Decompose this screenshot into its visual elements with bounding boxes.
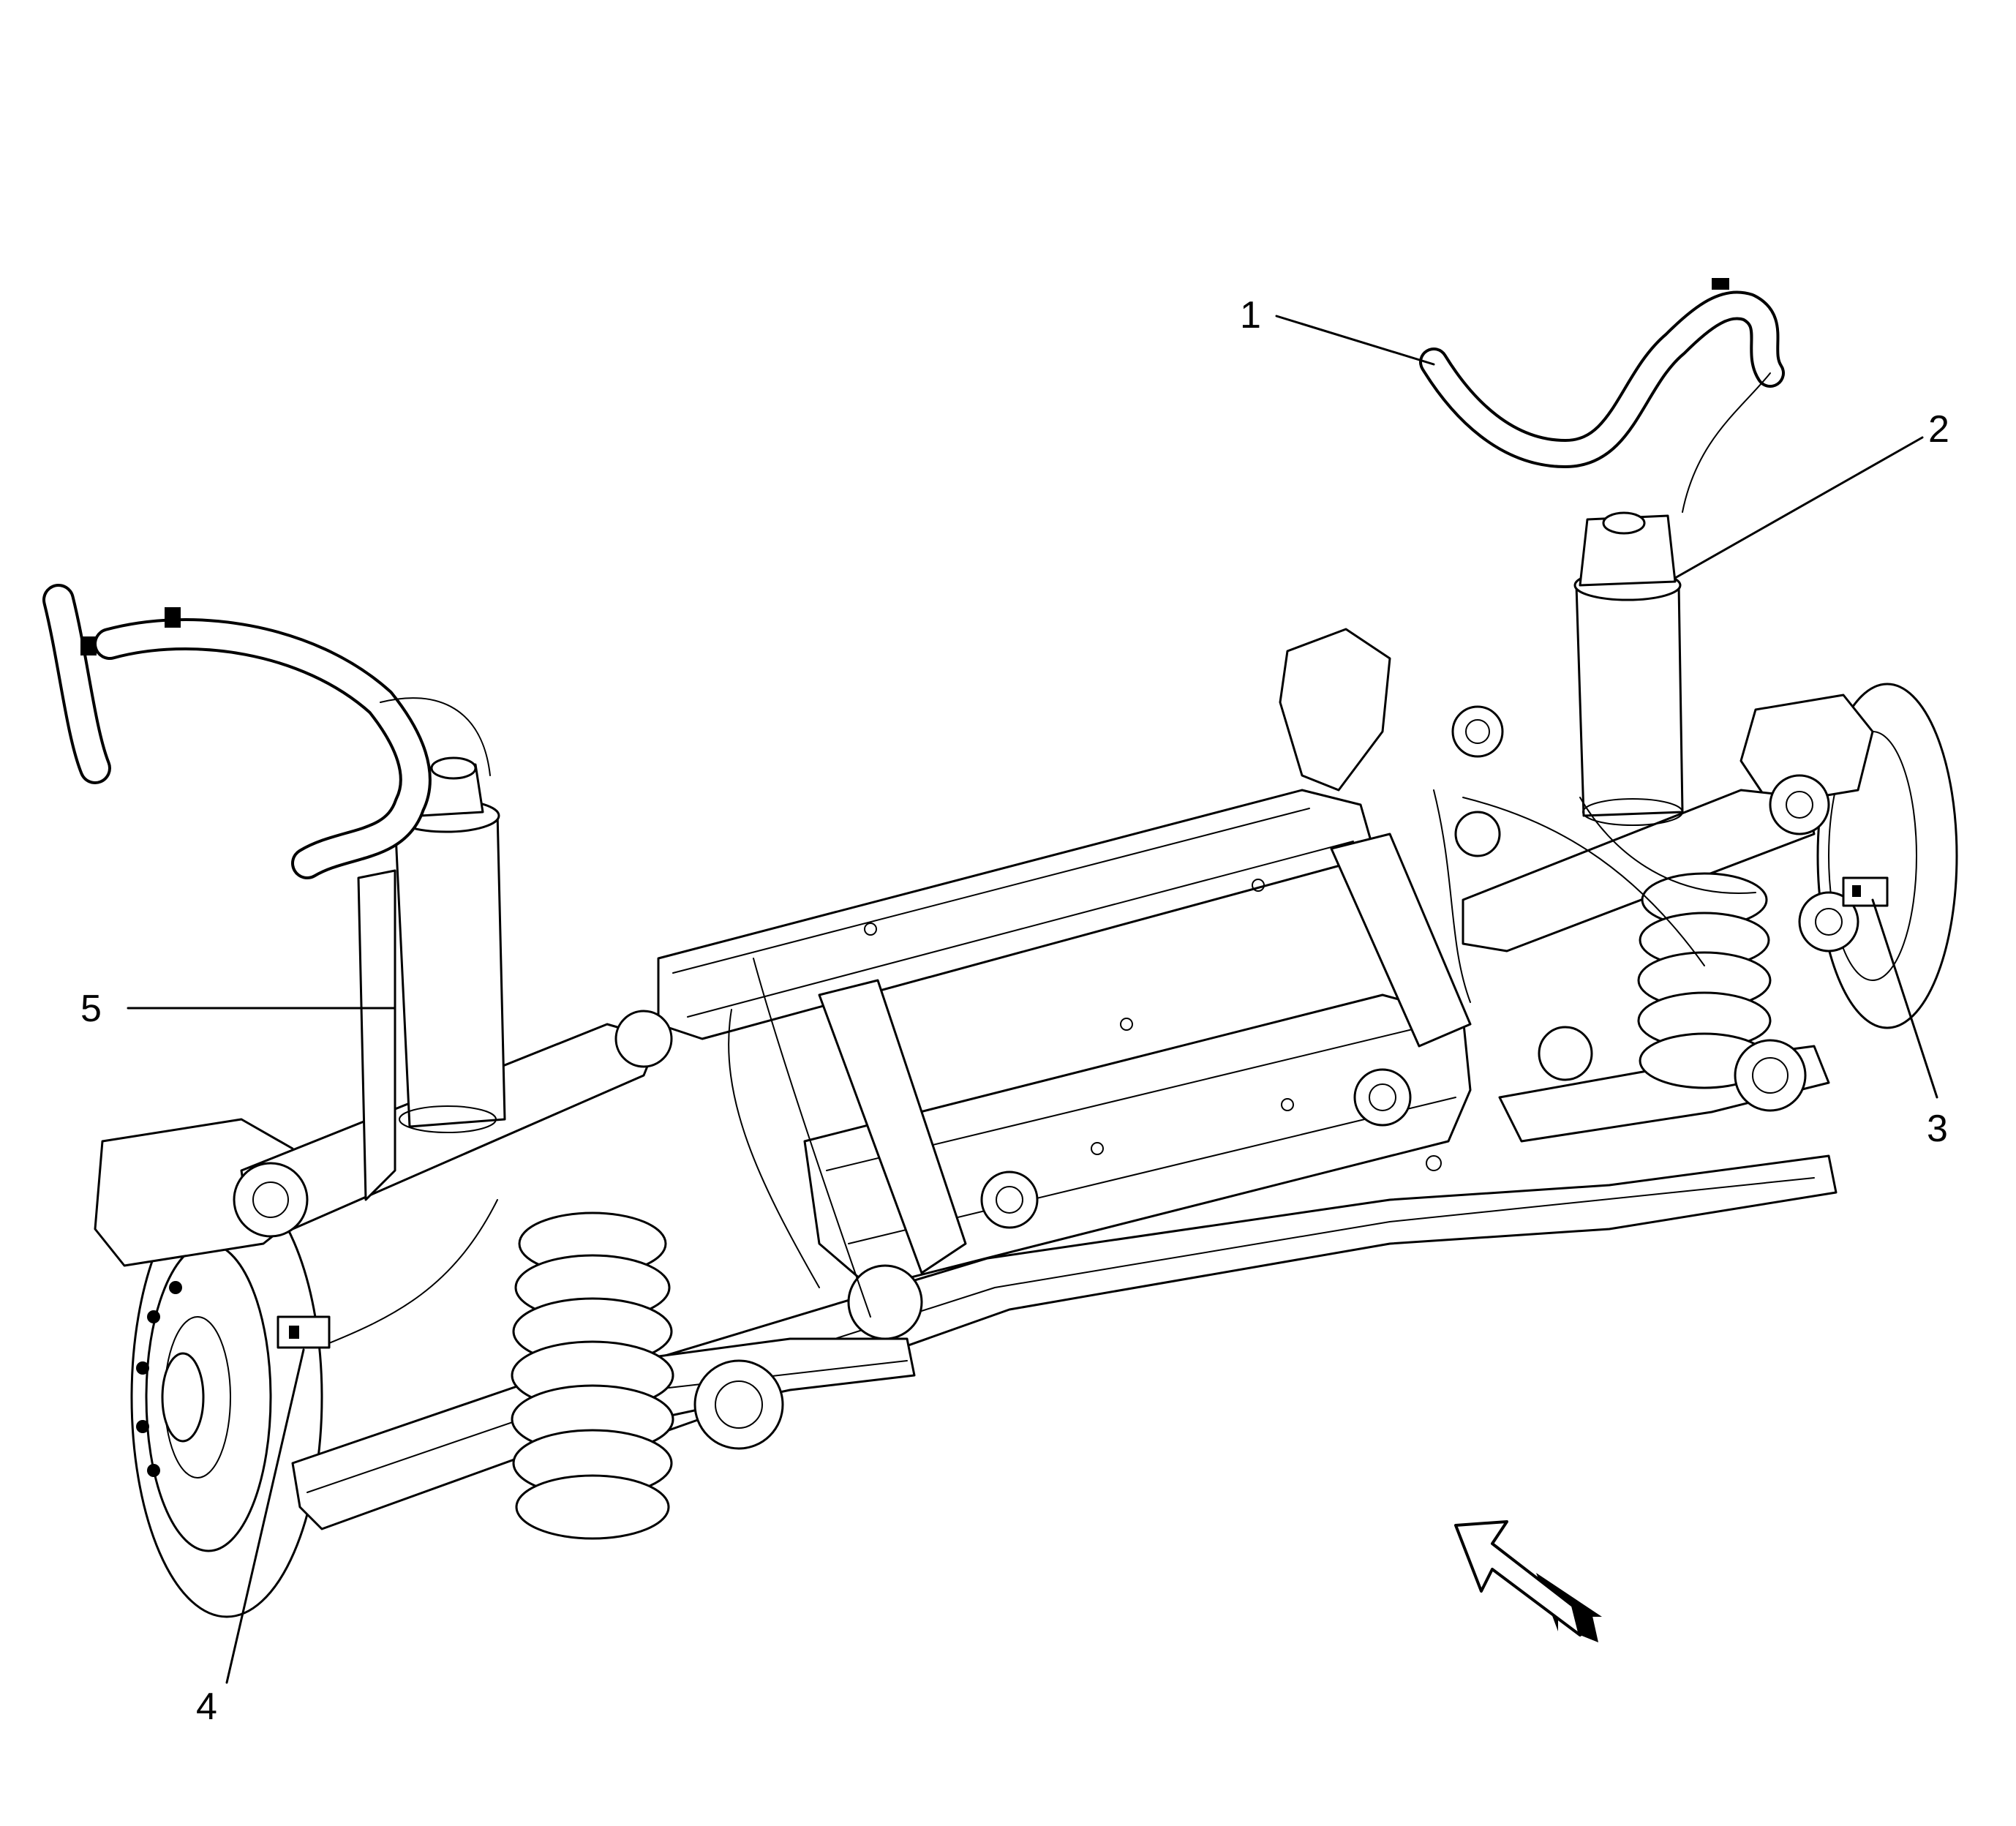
height-sensor-connector-right (1842, 876, 1889, 907)
right-wheel-hub (1739, 683, 1958, 1029)
sensor-wires (321, 789, 1756, 1347)
shock-absorber-right (1573, 511, 1684, 826)
lower-bushings (693, 811, 1807, 1450)
wiring-harness-right (1419, 278, 1785, 513)
control-arms (233, 774, 1830, 1530)
callout-3: 3 (1927, 1108, 1948, 1150)
left-coil-spring (511, 1211, 674, 1540)
callout-5: 5 (80, 988, 102, 1030)
height-sensor-connector-left (277, 1315, 331, 1349)
wiring-harness-left (42, 584, 491, 879)
callout-leaders (127, 315, 1938, 1684)
right-coil-spring (1637, 872, 1772, 1089)
callout-1: 1 (1240, 294, 1261, 337)
rear-subframe (598, 628, 1838, 1435)
front-of-vehicle-arrow-icon (1454, 1520, 1602, 1642)
callout-labels: 1 2 3 4 5 (80, 294, 1949, 1728)
callout-2: 2 (1928, 408, 1949, 451)
callout-4: 4 (196, 1686, 217, 1728)
